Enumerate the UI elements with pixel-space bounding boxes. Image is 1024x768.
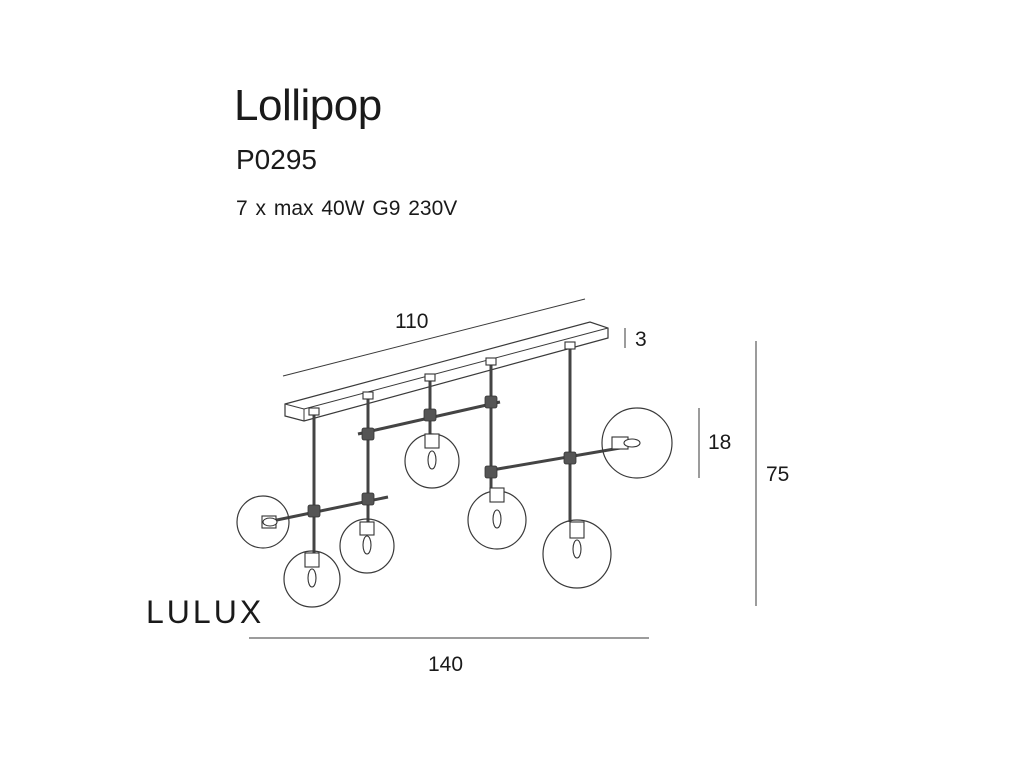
globe-lamp-2 — [283, 550, 341, 608]
dimension-total-height-label: 75 — [766, 463, 789, 486]
product-code: P0295 — [236, 144, 317, 175]
globe-lamp-7 — [601, 407, 673, 479]
hanging-rods — [312, 346, 572, 553]
joint-connectors — [307, 341, 577, 518]
dimension-canopy-length-label: 110 — [395, 310, 428, 333]
dimension-canopy-length: 110 — [282, 298, 586, 377]
dimension-globe-diameter-label: 18 — [708, 431, 731, 454]
globe-lamp-6 — [542, 519, 612, 589]
dimension-canopy-height-label: 3 — [635, 328, 647, 351]
dimension-total-width: 140 — [249, 637, 649, 676]
globe-lamp-3 — [339, 518, 395, 574]
canopy-plate — [284, 321, 609, 422]
dimension-total-height: 75 — [755, 341, 789, 606]
product-name: Lollipop — [234, 81, 382, 130]
dimension-canopy-height: 3 — [624, 328, 647, 351]
brand-logo: LULUX — [146, 594, 265, 630]
dimension-total-width-label: 140 — [428, 653, 463, 676]
product-spec: 7 x max 40W G9 230V — [236, 197, 458, 220]
globe-lamp-4 — [404, 433, 460, 489]
globe-lamp-1 — [236, 495, 290, 549]
globe-lamp-5 — [467, 487, 527, 550]
dimension-globe-diameter: 18 — [698, 408, 731, 478]
